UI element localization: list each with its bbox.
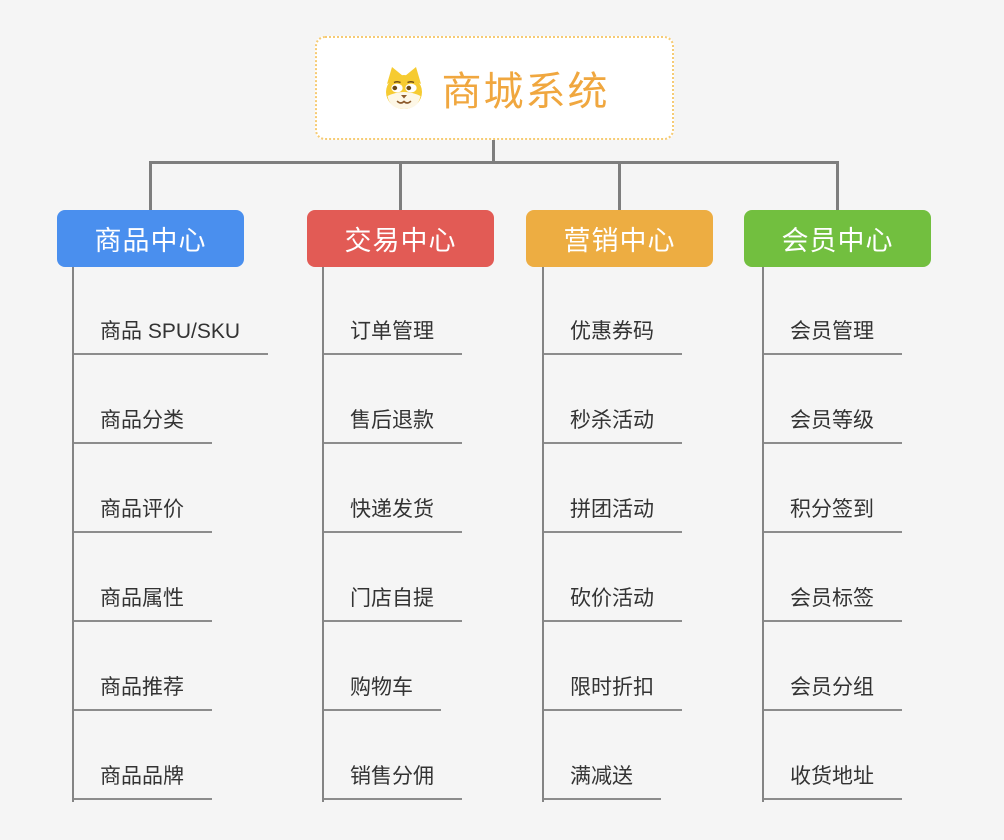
leaf-item[interactable]: 收货地址 <box>764 754 902 800</box>
leaf-item[interactable]: 商品 SPU/SKU <box>74 309 269 355</box>
connector-branch-vertical <box>836 163 839 210</box>
leaf-item[interactable]: 会员管理 <box>764 309 902 355</box>
branch-label: 会员中心 <box>781 226 894 256</box>
leaf-item[interactable]: 优惠券码 <box>544 309 682 355</box>
leaf-item[interactable]: 门店自提 <box>324 576 462 622</box>
leaf-item[interactable]: 商品属性 <box>74 576 212 622</box>
branch-node-product-center[interactable]: 商品中心 <box>57 210 244 267</box>
column-trunk-line <box>762 267 764 802</box>
branch-node-marketing-center[interactable]: 营销中心 <box>526 210 713 267</box>
leaf-item[interactable]: 快递发货 <box>324 487 462 533</box>
leaf-item[interactable]: 拼团活动 <box>544 487 682 533</box>
branch-node-member-center[interactable]: 会员中心 <box>744 210 931 267</box>
column-trunk-line <box>72 267 74 802</box>
leaf-item[interactable]: 限时折扣 <box>544 665 682 711</box>
leaf-item[interactable]: 商品分类 <box>74 398 212 444</box>
connector-branch-vertical <box>149 163 152 210</box>
leaf-item[interactable]: 订单管理 <box>324 309 462 355</box>
leaf-item[interactable]: 售后退款 <box>324 398 462 444</box>
leaf-item[interactable]: 会员等级 <box>764 398 902 444</box>
connector-root-vertical <box>492 138 495 163</box>
connector-branch-vertical <box>618 163 621 210</box>
column-trunk-line <box>542 267 544 802</box>
connector-branch-vertical <box>399 163 402 210</box>
root-node[interactable]: 商城系统 <box>315 36 674 140</box>
leaf-item[interactable]: 满减送 <box>544 754 661 800</box>
dog-icon <box>380 66 428 110</box>
leaf-item[interactable]: 砍价活动 <box>544 576 682 622</box>
leaf-item[interactable]: 商品品牌 <box>74 754 212 800</box>
root-title: 商城系统 <box>441 70 610 114</box>
leaf-item[interactable]: 秒杀活动 <box>544 398 682 444</box>
branch-label: 交易中心 <box>344 226 457 256</box>
leaf-item[interactable]: 会员标签 <box>764 576 902 622</box>
leaf-item[interactable]: 会员分组 <box>764 665 902 711</box>
leaf-item[interactable]: 购物车 <box>324 665 441 711</box>
branch-node-trade-center[interactable]: 交易中心 <box>307 210 494 267</box>
branch-label: 营销中心 <box>563 226 676 256</box>
leaf-item[interactable]: 销售分佣 <box>324 754 462 800</box>
connector-horizontal-bar <box>149 161 839 164</box>
leaf-item[interactable]: 商品推荐 <box>74 665 212 711</box>
branch-label: 商品中心 <box>94 226 207 256</box>
leaf-item[interactable]: 商品评价 <box>74 487 212 533</box>
column-trunk-line <box>322 267 324 802</box>
leaf-item[interactable]: 积分签到 <box>764 487 902 533</box>
